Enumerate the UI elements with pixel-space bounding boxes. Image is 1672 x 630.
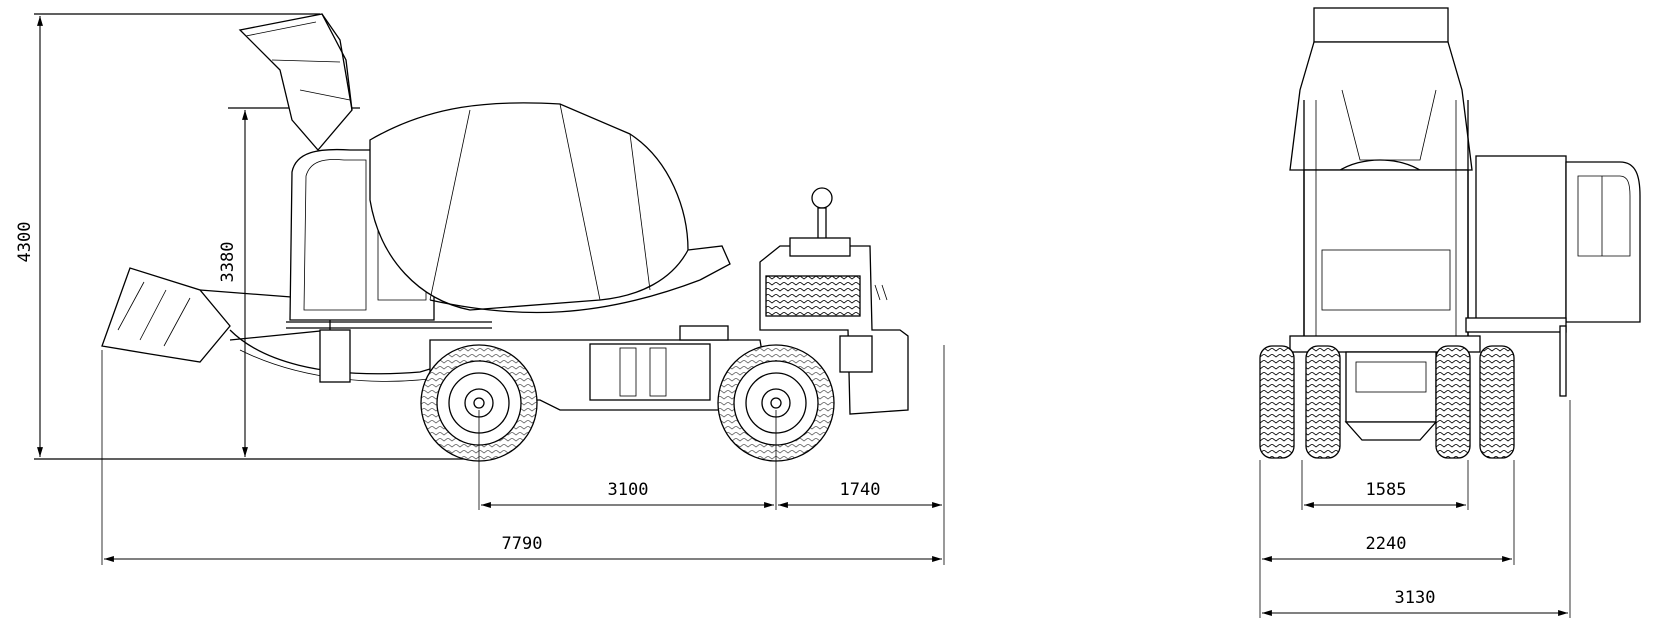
- mixer-drum: [369, 102, 731, 314]
- side-view: 4300 3380 3100 1740 7790: [15, 13, 945, 565]
- rear-view: 1585 2240 3130: [1259, 7, 1641, 618]
- dim-overall-height: 4300: [15, 222, 35, 263]
- dim-wheelbase: 3100: [608, 480, 649, 500]
- dim-overall-width: 3130: [1395, 588, 1436, 608]
- rear-view-tires: [1259, 345, 1515, 459]
- dim-rear-overhang: 1740: [840, 480, 881, 500]
- dim-track-width: 1585: [1366, 480, 1407, 500]
- raised-bucket: [238, 13, 353, 151]
- dim-overall-length: 7790: [502, 534, 543, 554]
- dim-axle-width: 2240: [1366, 534, 1407, 554]
- front-wheel: [420, 344, 538, 462]
- dim-boom-height: 3380: [218, 242, 238, 283]
- rear-body: [759, 187, 909, 415]
